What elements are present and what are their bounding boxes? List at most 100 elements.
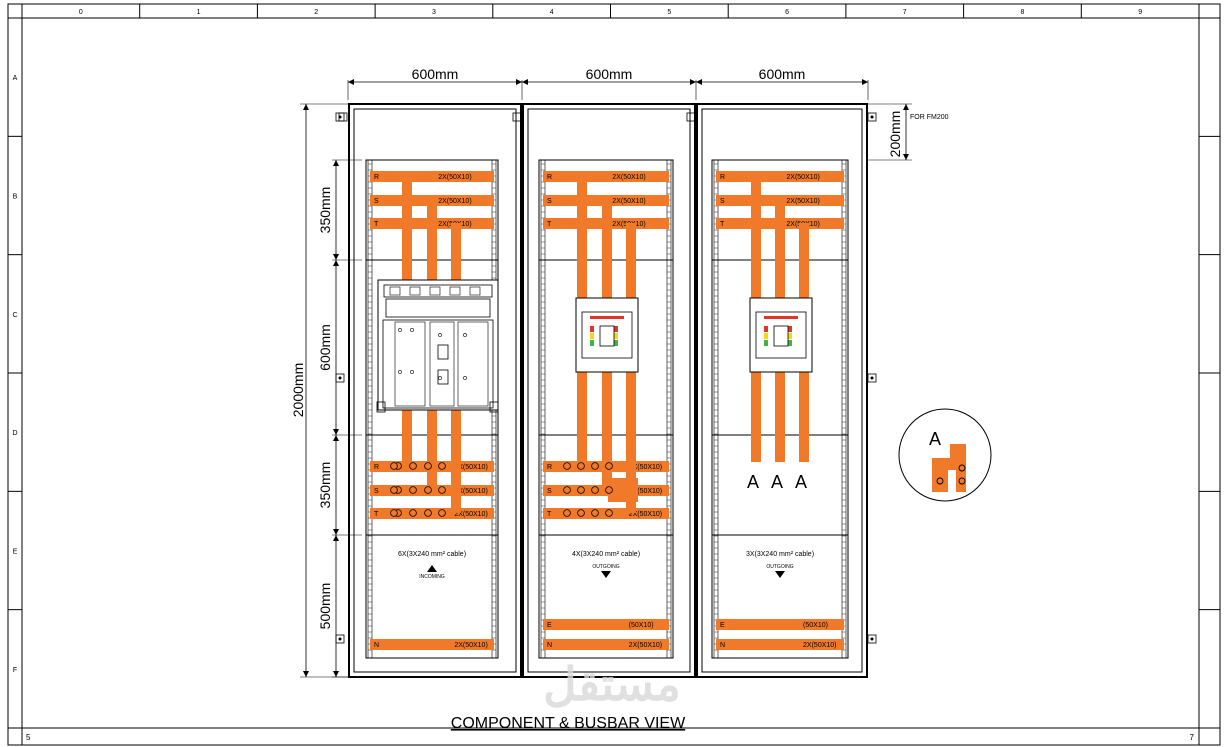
arrowhead [333,435,339,441]
arrowhead [333,535,339,541]
phase-label: N [720,642,725,649]
panel-door-line [353,108,517,673]
row-label: B [13,194,18,201]
breaker-dot [398,370,402,374]
incoming-arrow-icon [427,565,437,572]
cable-hole [390,486,398,494]
busbar-spec: 2X(50X10) [454,642,487,649]
arrowhead [862,79,868,85]
arrowhead [690,79,696,85]
dropper-bottom [451,410,461,513]
breaker-foot [376,401,386,413]
dropper-top [402,176,412,280]
phase-label: S [374,198,379,205]
cable-hole [409,462,417,470]
row-label: E [13,549,18,556]
mounting-rail [713,159,719,659]
column-label: 0 [79,9,83,16]
direction-label: INCOMING [419,574,445,580]
arrowhead [333,429,339,435]
phase-label: E [720,622,725,629]
busbar-top-r [716,171,844,182]
plinth-note: FOR FM200 [910,114,949,121]
breaker-dot [410,328,414,332]
dropper-top [451,223,461,280]
busbar-spec: 2X(50X10) [612,174,645,181]
hinge [335,112,345,122]
phase-label: S [374,488,379,495]
drawing-title: COMPONENT & BUSBAR VIEW [451,715,686,732]
hinge [867,112,877,122]
cable-hole [438,486,446,494]
cable-hole [424,509,432,517]
arrowhead [303,104,309,110]
cable-hole [605,509,613,517]
breaker-upper-body [385,298,491,318]
column-label: 3 [432,9,436,16]
column-label: 4 [550,9,554,16]
arrowhead [903,104,909,110]
direction-label: OUTGOING [592,564,619,570]
section-height-label: 350mm [317,187,333,234]
dropper-top [427,200,437,280]
phase-label: S [547,198,552,205]
panel-enclosure [696,103,868,678]
arrowhead [333,529,339,535]
detail-busbar-shape [932,444,966,492]
cable-hole [591,509,599,517]
column-label: 5 [667,9,671,16]
hinge-dot [870,115,874,119]
section-height-label: 500mm [317,583,333,630]
breaker-dot [410,370,414,374]
phase-label: R [374,174,379,181]
mccb-green-led [788,340,792,346]
panel-door-line [527,108,691,673]
phase-label: S [547,488,552,495]
busbar-top-r [370,171,494,182]
mccb-red-strip [590,316,624,319]
panel-enclosure [348,103,522,678]
column-label: 6 [785,9,789,16]
busbar-base-e [543,619,669,630]
busbar-spec: 2X(50X10) [629,642,662,649]
arrowhead [696,79,702,85]
arrowhead [333,260,339,266]
busbar-link [608,478,638,502]
busbar-top-r [543,171,669,182]
column-label: 2 [314,9,318,16]
cable-spec: 3X(3X240 mm² cable) [746,551,814,558]
busbar-spec: 2X(50X10) [454,511,487,518]
watermark: مستقل [543,658,681,710]
panel-width-label: 600mm [412,66,459,82]
hinge [867,634,877,644]
terminal [429,286,441,296]
breaker-dot [438,333,442,337]
terminal [469,286,481,296]
dropper-bottom [799,372,809,462]
dropper-top [799,223,809,298]
panel-3: R2X(50X10)S2X(50X10)T2X(50X10)E(50X10)N2… [686,103,877,678]
hinge-dot [338,376,342,380]
busbar-spec: 2X(50X10) [612,198,645,205]
corner-label-right: 7 [1190,733,1195,742]
breaker-center-plate [429,321,455,407]
panel-enclosure [522,103,696,678]
mccb-red-led [614,326,618,332]
mccb-yellow-led [614,333,618,339]
mccb-handle [773,325,789,347]
panel-door-line [701,108,863,673]
dropper-bottom [427,410,437,490]
hinge [867,373,877,383]
busbar-bottom-s [370,485,494,496]
cable-hole [438,509,446,517]
row-label: A [13,75,18,82]
arrowhead [333,671,339,677]
breaker-left-plate [394,321,426,407]
mccb-red-led [764,326,768,332]
mccb-yellow-led [788,333,792,339]
breaker-dot [463,376,467,380]
busbar-spec: 2X(50X10) [786,174,819,181]
column-label: 8 [1020,9,1024,16]
